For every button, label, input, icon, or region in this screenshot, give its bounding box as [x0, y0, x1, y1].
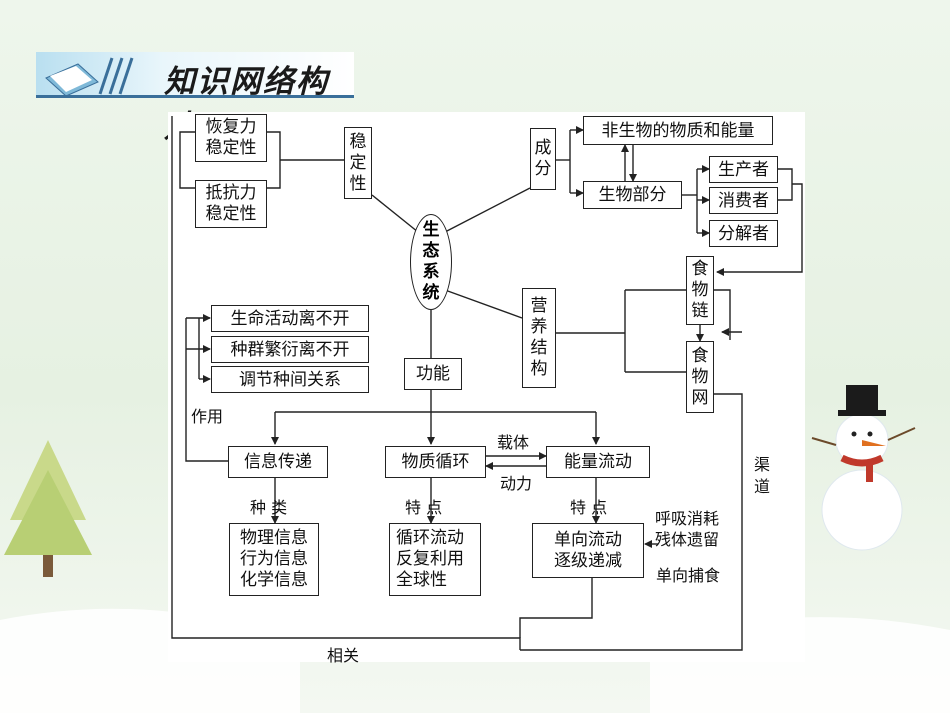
stability-char-3: 性: [349, 173, 367, 194]
energy-side-label: 呼吸消耗 残体遗留: [655, 508, 719, 550]
banner-underline: [36, 95, 354, 98]
center-char-3: 系: [422, 262, 440, 282]
info-role-link: [185, 318, 228, 462]
info-type-behavioral: 行为信息: [240, 549, 308, 569]
center-to-composition: [444, 187, 531, 233]
structure-char-3: 结: [530, 338, 548, 358]
stability-char-1: 稳: [349, 131, 367, 152]
resistance-line-1: 抵抗力: [205, 183, 257, 203]
respiration-label: 呼吸消耗: [655, 509, 720, 528]
center-char-4: 统: [422, 283, 440, 303]
decomposer-box: 分解者: [709, 220, 778, 247]
food-chain-char-3: 链: [691, 301, 709, 321]
producer-box: 生产者: [709, 156, 778, 183]
matter-feature-1: 循环流动: [396, 528, 464, 548]
food-web-char-3: 网: [691, 387, 709, 408]
arrow-to-food-chain: [716, 183, 803, 276]
stability-label-box: 稳 定 性: [344, 127, 372, 199]
resistance-stability-box: 抵抗力 稳定性: [195, 180, 267, 228]
matter-feature-2: 反复利用: [396, 549, 464, 569]
structure-char-1: 营: [530, 296, 548, 316]
channel-label: 渠 道: [752, 454, 772, 498]
book-pen-icon: [45, 57, 134, 97]
role-population-box: 种群繁衍离不开: [211, 336, 369, 363]
resilience-line-2: 稳定性: [205, 138, 257, 158]
kind-label: 种 类: [250, 498, 288, 517]
info-type-chemical: 化学信息: [240, 570, 308, 590]
tree-icon: [4, 440, 92, 577]
food-chain-box: 食 物 链: [686, 256, 714, 325]
channel-line: [520, 393, 743, 651]
related-energy-line: [519, 578, 593, 638]
food-web-box: 食 物 网: [686, 341, 714, 413]
stability-left-bracket: [179, 131, 195, 189]
power-label: 动力: [500, 474, 533, 493]
chain-right-link: [714, 289, 731, 340]
biotic-box: 生物部分: [583, 181, 682, 209]
residue-label: 残体遗留: [655, 530, 720, 549]
producer-consumer-bracket: [778, 168, 793, 201]
one-way-predation-label: 单向捕食: [656, 566, 721, 585]
energy-flow-box: 能量流动: [546, 446, 650, 478]
composition-char-2: 分: [534, 159, 552, 179]
snowman-icon: [811, 385, 916, 551]
role-life-box: 生命活动离不开: [211, 305, 369, 332]
info-types-box: 物理信息 行为信息 化学信息: [229, 523, 319, 596]
center-char-1: 生: [422, 220, 440, 240]
matter-features-box: 循环流动 反复利用 全球性: [389, 523, 481, 596]
related-label: 相关: [327, 646, 360, 665]
center-to-stability: [371, 194, 419, 233]
food-web-char-1: 食: [691, 345, 709, 366]
info-type-physical: 物理信息: [240, 528, 308, 548]
info-transfer-box: 信息传递: [228, 446, 328, 478]
food-web-char-2: 物: [691, 366, 709, 387]
matter-cycle-box: 物质循环: [385, 446, 486, 478]
role-label: 作用: [191, 407, 224, 426]
function-box: 功能: [404, 358, 462, 390]
energy-feature-2: 逐级递减: [554, 550, 622, 571]
resilience-stability-box: 恢复力 稳定性: [195, 114, 267, 162]
stability-char-2: 定: [349, 152, 367, 173]
energy-features-box: 单向流动 逐级递减: [532, 523, 644, 578]
stability-right-bracket: [267, 131, 281, 189]
trophic-structure-box: 营 养 结 构: [522, 288, 556, 388]
structure-char-2: 养: [530, 317, 548, 337]
food-chain-char-1: 食: [691, 259, 709, 279]
energy-feature-1: 单向流动: [554, 529, 622, 550]
composition-char-1: 成: [534, 138, 552, 158]
channel-char-1: 渠: [753, 455, 770, 474]
role-interspecies-box: 调节种间关系: [211, 366, 369, 393]
center-char-2: 态: [422, 241, 440, 261]
matter-feature-3: 全球性: [396, 570, 447, 590]
consumer-box: 消费者: [709, 187, 778, 214]
food-chain-char-2: 物: [691, 280, 709, 300]
ecosystem-center-node: 生 态 系 统: [410, 214, 452, 310]
channel-char-2: 道: [753, 477, 770, 496]
matter-feature-label: 特 点: [405, 498, 443, 517]
center-to-structure: [444, 289, 523, 319]
structure-char-4: 构: [530, 359, 548, 379]
related-left-line: [171, 116, 521, 650]
resilience-line-1: 恢复力: [205, 117, 257, 137]
abiotic-box: 非生物的物质和能量: [583, 116, 773, 145]
resistance-line-2: 稳定性: [205, 204, 257, 224]
carrier-label: 载体: [497, 433, 530, 452]
energy-feature-label: 特 点: [570, 498, 608, 517]
composition-label-box: 成 分: [530, 128, 556, 190]
